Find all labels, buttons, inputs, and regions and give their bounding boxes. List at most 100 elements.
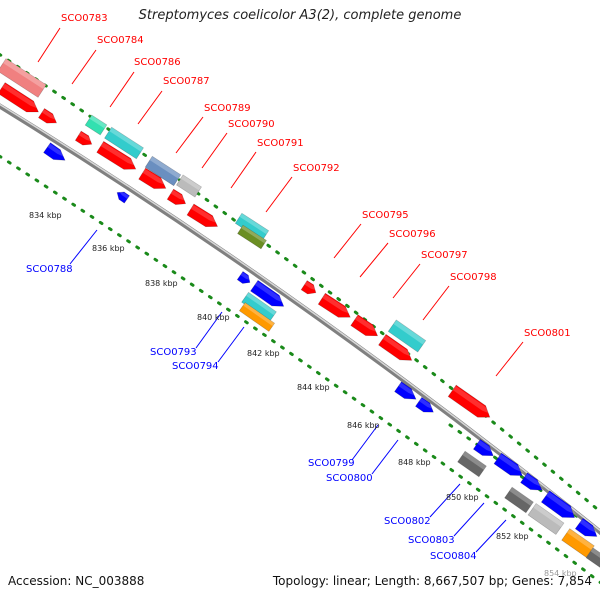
chromosome-backbone-line bbox=[0, 103, 600, 536]
leader-sco0801 bbox=[495, 341, 524, 377]
tick-label-840-kbp: 840 kbp bbox=[197, 313, 230, 322]
gene-box-sco0792-b bbox=[237, 224, 267, 250]
leader-sco0791 bbox=[230, 151, 257, 189]
gene-box-sco0787 bbox=[104, 126, 144, 160]
gene-arrow-sco0802 bbox=[493, 452, 525, 476]
map-title: Streptomyces coelicolor A3(2), complete … bbox=[138, 8, 462, 23]
tick-label-848-kbp: 848 kbp bbox=[398, 458, 431, 467]
gene-arrow-sco0789-a bbox=[96, 140, 138, 170]
gene-label-sco0804: SCO0804 bbox=[430, 551, 477, 562]
leader-sco0786 bbox=[109, 71, 135, 108]
gene-arrow-sco0804-b bbox=[574, 517, 599, 537]
gene-arrow-sco0788-b bbox=[116, 190, 130, 204]
gene-arrow-sco0801 bbox=[447, 384, 492, 418]
leader-sco0790 bbox=[201, 132, 228, 169]
label-leaders bbox=[37, 27, 524, 553]
gene-box-sco0803 bbox=[504, 486, 534, 514]
gene-arrow-sco0791 bbox=[186, 203, 220, 227]
tick-label-854-kbp: 854 kbp bbox=[544, 569, 577, 578]
gene-label-sco0803: SCO0803 bbox=[408, 535, 455, 546]
gene-label-sco0799: SCO0799 bbox=[308, 458, 355, 469]
dotted-guide-arc bbox=[0, 154, 600, 585]
gene-arrow-sco0796 bbox=[350, 314, 380, 337]
leader-sco0787 bbox=[137, 90, 163, 125]
leader-sco0794 bbox=[217, 326, 245, 363]
tick-label-852-kbp: 852 kbp bbox=[496, 532, 529, 541]
tick-label-836-kbp: 836 kbp bbox=[92, 244, 125, 253]
tick-label-844-kbp: 844 kbp bbox=[297, 383, 330, 392]
gene-box-sco0783 bbox=[0, 58, 47, 98]
leader-sco0800 bbox=[371, 439, 399, 475]
gene-arrow-sco0800 bbox=[415, 396, 435, 413]
gene-box-sco0789 bbox=[144, 155, 182, 187]
gene-box-sco0804-b bbox=[585, 547, 600, 569]
gene-arrow-sco0799 bbox=[394, 381, 418, 400]
gene-features bbox=[0, 58, 600, 569]
gene-box-sco0798 bbox=[387, 319, 427, 353]
tick-label-834-kbp: 834 kbp bbox=[29, 211, 62, 220]
gene-label-sco0788: SCO0788 bbox=[26, 264, 73, 275]
gene-arrow-sco0803 bbox=[520, 472, 544, 491]
gene-label-sco0796: SCO0796 bbox=[389, 229, 436, 240]
gene-arrow-sco0784 bbox=[0, 82, 41, 113]
gene-box-sco0786 bbox=[84, 114, 108, 136]
gene-label-sco0786: SCO0786 bbox=[134, 57, 181, 68]
leader-sco0793 bbox=[195, 311, 223, 349]
leader-sco0789 bbox=[175, 116, 204, 154]
tick-label-846-kbp: 846 kbp bbox=[347, 421, 380, 430]
gene-label-sco0800: SCO0800 bbox=[326, 473, 373, 484]
kbp-ticks: 834 kbp 836 kbp 838 kbp 840 kbp 842 kbp 844 k… bbox=[29, 211, 577, 578]
gene-arrow-sco0788 bbox=[43, 142, 67, 161]
tick-label-850-kbp: 850 kbp bbox=[446, 493, 479, 502]
gene-arrow-sco0793-a bbox=[236, 271, 252, 284]
gene-label-sco0793: SCO0793 bbox=[150, 347, 197, 358]
gene-arrow-sco0789-b bbox=[138, 167, 168, 189]
chromosome-backbone bbox=[0, 103, 600, 536]
gene-arrow-sco0790 bbox=[166, 188, 188, 205]
gene-label-sco0791: SCO0791 bbox=[257, 138, 304, 149]
leader-sco0802 bbox=[429, 483, 461, 518]
gene-label-sco0784: SCO0784 bbox=[97, 35, 144, 46]
leader-sco0798 bbox=[422, 285, 450, 321]
gene-label-sco0783: SCO0783 bbox=[61, 13, 108, 24]
leader-sco0783 bbox=[37, 27, 61, 63]
leader-sco0804 bbox=[475, 519, 507, 553]
tick-label-842-kbp: 842 kbp bbox=[247, 349, 280, 358]
gene-arrow-sco0802-a bbox=[472, 438, 495, 457]
gene-arrow-sco0793 bbox=[250, 279, 286, 307]
gene-label-sco0798: SCO0798 bbox=[450, 272, 497, 283]
gene-label-sco0790: SCO0790 bbox=[228, 119, 275, 130]
leader-sco0784 bbox=[71, 49, 97, 85]
gene-arrow-sco0792 bbox=[300, 280, 318, 295]
gene-arrow-sco0787 bbox=[74, 130, 94, 146]
dotted-guides bbox=[0, 52, 600, 585]
leader-sco0795 bbox=[333, 223, 362, 259]
leader-sco0797 bbox=[392, 263, 421, 299]
leader-sco0803 bbox=[453, 502, 485, 537]
gene-arrow-sco0795 bbox=[317, 292, 353, 318]
gene-box-sco0804 bbox=[561, 528, 595, 558]
leader-sco0788 bbox=[69, 229, 98, 265]
gene-arrow-sco0786 bbox=[38, 108, 59, 124]
leader-sco0799 bbox=[351, 424, 379, 461]
gene-box-sco0803-b bbox=[527, 503, 565, 535]
leader-sco0796 bbox=[359, 242, 389, 278]
gene-arrow-sco0804 bbox=[540, 490, 577, 518]
gene-label-sco0797: SCO0797 bbox=[421, 250, 468, 261]
gene-box-sco0802 bbox=[457, 450, 487, 478]
gene-label-sco0794: SCO0794 bbox=[172, 361, 219, 372]
gene-label-sco0789: SCO0789 bbox=[204, 103, 251, 114]
leader-sco0792 bbox=[265, 176, 293, 213]
accession-label: Accession: NC_003888 bbox=[8, 574, 145, 588]
genome-info-label: Topology: linear; Length: 8,667,507 bp; … bbox=[272, 574, 592, 588]
gene-labels: SCO0783SCO0784SCO0786SCO0787SCO0789SCO07… bbox=[26, 13, 571, 562]
gene-label-sco0801: SCO0801 bbox=[524, 328, 571, 339]
gene-label-sco0802: SCO0802 bbox=[384, 516, 431, 527]
gene-arrow-sco0797 bbox=[378, 333, 414, 361]
gene-label-sco0792: SCO0792 bbox=[293, 163, 340, 174]
chromosome-backbone-highlight bbox=[0, 103, 600, 532]
gene-box-sco0794 bbox=[238, 302, 276, 332]
tick-label-838-kbp: 838 kbp bbox=[145, 279, 178, 288]
gene-label-sco0787: SCO0787 bbox=[163, 76, 210, 87]
